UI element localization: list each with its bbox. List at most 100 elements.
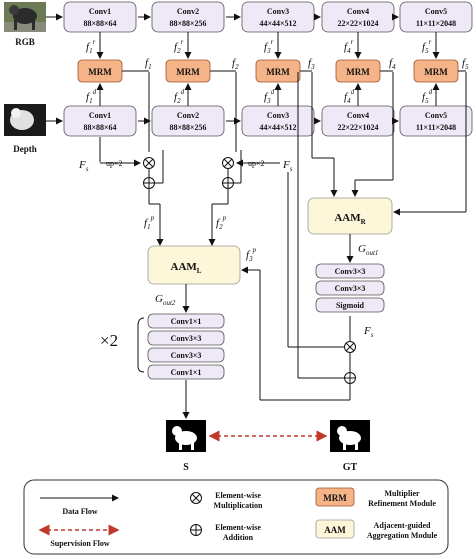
svg-text:88×88×64: 88×88×64 (83, 123, 116, 132)
gout1-label: Gout1 (358, 243, 378, 257)
feature-depth-5: f5d (422, 88, 433, 105)
f2p-label: f2p (216, 214, 227, 231)
output-gt-label: GT (343, 462, 358, 473)
right-stack-item-1: Conv3×3 (316, 264, 384, 278)
depth-input-image (4, 104, 46, 136)
saliency-output-image (166, 420, 206, 452)
svg-text:Sigmoid: Sigmoid (336, 301, 365, 310)
svg-text:MRM: MRM (346, 67, 370, 77)
svg-text:Conv1: Conv1 (89, 7, 111, 16)
left-stack-item-3: Conv3×3 (148, 348, 224, 362)
depth-label: Depth (13, 144, 37, 154)
repeat-bracket (138, 318, 144, 372)
depth-encoder: Conv1 88×88×64 Conv2 88×88×256 Conv3 44×44×51… (64, 106, 472, 136)
svg-text:11×11×2048: 11×11×2048 (416, 123, 456, 132)
depth-conv3-block: Conv3 44×44×512 (242, 106, 314, 136)
fusion-right (312, 72, 466, 212)
svg-text:44×44×512: 44×44×512 (259, 19, 296, 28)
svg-text:Conv2: Conv2 (177, 111, 199, 120)
feature-rgb-5: f5r (422, 38, 432, 55)
svg-text:Conv3: Conv3 (267, 111, 289, 120)
left-stack-item-4: Conv1×1 (148, 365, 224, 379)
rgb-conv3-block: Conv3 44×44×512 (242, 2, 314, 32)
feature-fused-1: f1 (145, 57, 152, 71)
svg-text:Conv5: Conv5 (425, 111, 447, 120)
feature-fused-5: f5 (462, 57, 469, 71)
svg-text:Conv4: Conv4 (347, 111, 369, 120)
svg-text:Conv1×1: Conv1×1 (171, 317, 202, 326)
svg-text:Conv4: Conv4 (347, 7, 369, 16)
svg-text:88×88×256: 88×88×256 (169, 123, 206, 132)
svg-text:MRM: MRM (323, 493, 347, 503)
legend-mult-line2: Multiplication (214, 501, 263, 510)
aam-l-block: AAML (148, 246, 240, 284)
feature-depth-2: f2d (174, 88, 185, 105)
legend-mult-line1: Element-wise (215, 491, 261, 500)
left-stack-item-1: Conv1×1 (148, 314, 224, 328)
legend-add-line2: Addition (223, 533, 254, 542)
svg-text:22×22×1024: 22×22×1024 (337, 123, 378, 132)
legend-data-flow: Data Flow (62, 507, 98, 516)
svg-text:Conv3×3: Conv3×3 (171, 334, 202, 343)
rgb-label: RGB (15, 37, 35, 47)
rgb-conv1-block: Conv1 88×88×64 (64, 2, 136, 32)
svg-text:88×88×64: 88×88×64 (83, 19, 116, 28)
legend-aam-line1: Adjacent-guided (374, 521, 431, 530)
svg-text:Conv1×1: Conv1×1 (171, 368, 202, 377)
fs-label-right: Fs (363, 325, 374, 339)
svg-text:AAM: AAM (324, 525, 346, 535)
feature-depth-1: f1d (86, 88, 97, 105)
rgb-conv4-block: Conv4 22×22×1024 (322, 2, 394, 32)
depth-conv5-block: Conv5 11×11×2048 (400, 106, 472, 136)
svg-text:MRM: MRM (88, 67, 112, 77)
feature-rgb-1: f1r (86, 38, 96, 55)
svg-text:Conv1: Conv1 (89, 111, 111, 120)
feature-rgb-2: f2r (174, 38, 184, 55)
rgb-conv5-block: Conv5 11×11×2048 (400, 2, 472, 32)
legend: Data Flow Supervision Flow Element-wise … (24, 480, 448, 554)
depth-conv1-block: Conv1 88×88×64 (64, 106, 136, 136)
feature-fused-3: f3 (308, 57, 315, 71)
feature-rgb-3: f3r (264, 38, 274, 55)
output-s-label: S (183, 462, 189, 473)
legend-mrm-line2: Refinement Module (368, 499, 436, 508)
legend-aam-line2: Aggregation Module (367, 531, 438, 540)
svg-text:Conv3×3: Conv3×3 (171, 351, 202, 360)
svg-text:44×44×512: 44×44×512 (259, 123, 296, 132)
feature-fused-4: f4 (389, 57, 396, 71)
ground-truth-image (330, 420, 370, 452)
repeat-label: ×2 (100, 331, 118, 350)
svg-text:Conv2: Conv2 (177, 7, 199, 16)
svg-text:11×11×2048: 11×11×2048 (416, 19, 456, 28)
f1p-label: f1p (144, 214, 155, 231)
feature-depth-3: f3d (264, 88, 275, 105)
fs-label-left: Fs (78, 159, 89, 173)
right-stack-item-3: Sigmoid (316, 298, 384, 312)
rgb-input-image (4, 2, 46, 32)
svg-text:Conv3×3: Conv3×3 (335, 267, 366, 276)
feature-rgb-4: f4r (344, 38, 354, 55)
aam-r-block: AAMR (308, 198, 392, 234)
f3p-label: f3p (246, 246, 257, 263)
legend-add-line1: Element-wise (215, 523, 261, 532)
svg-text:MRM: MRM (266, 67, 290, 77)
legend-mrm-line1: Multiplier (384, 489, 420, 498)
right-stack-item-2: Conv3×3 (316, 281, 384, 295)
rgb-conv2-block: Conv288×88×256 (152, 2, 224, 32)
svg-text:Conv3: Conv3 (267, 7, 289, 16)
svg-text:Conv5: Conv5 (425, 7, 447, 16)
svg-text:22×22×1024: 22×22×1024 (337, 19, 378, 28)
svg-text:MRM: MRM (176, 67, 200, 77)
svg-text:Conv3×3: Conv3×3 (335, 284, 366, 293)
upx2-right: up×2 (248, 159, 265, 168)
depth-conv2-block: Conv2 88×88×256 (152, 106, 224, 136)
svg-text:MRM: MRM (424, 67, 448, 77)
fs-label-mid: Fs (282, 159, 293, 173)
gout2-label: Gout2 (155, 293, 176, 307)
upx2-left: up×2 (106, 159, 123, 168)
legend-supervision-flow: Supervision Flow (50, 539, 110, 548)
